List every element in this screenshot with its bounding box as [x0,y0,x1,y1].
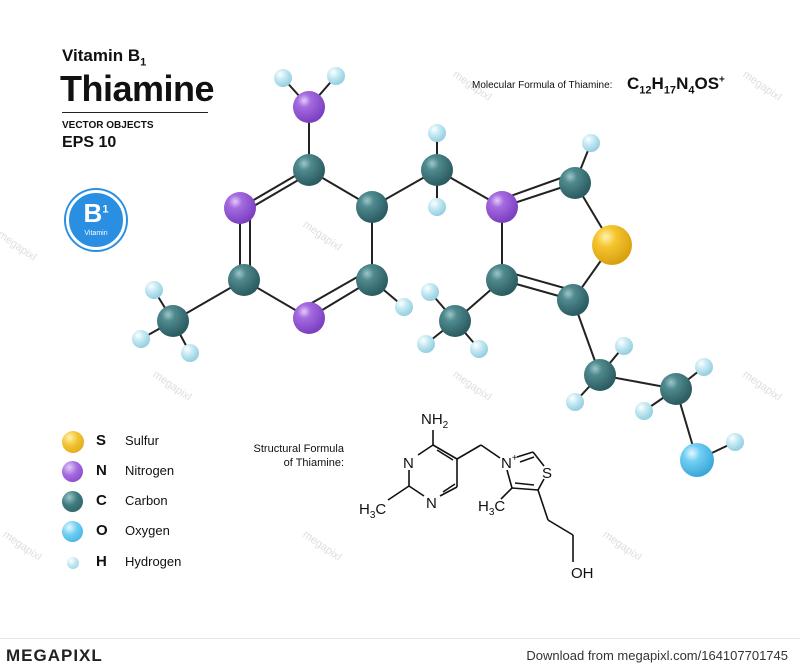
carbon-dot-icon [62,491,83,512]
hydrogen-atom [181,344,199,362]
hydrogen-dot-icon [67,557,79,569]
nitrogen-atom [293,91,325,123]
carbon-atom [660,373,692,405]
oxygen-atom [680,443,714,477]
hydrogen-atom [726,433,744,451]
carbon-atom [486,264,518,296]
nitrogen-dot-icon [62,461,83,482]
hydrogen-atom [470,340,488,358]
badge-caption: Vitamin [84,230,108,237]
thiazole-sulfur-label: S [542,465,552,482]
carbon-atom [293,154,325,186]
footer-bar: MEGAPIXL Download from megapixl.com/1641… [0,638,800,672]
hydrogen-atom [395,298,413,316]
page-title: Thiamine [60,68,215,109]
title-divider [62,112,208,113]
nitrogen-atom [224,192,256,224]
carbon-atom [421,154,453,186]
nitrogen-atom [486,191,518,223]
megapixl-logo[interactable]: MEGAPIXL [6,646,103,665]
download-link[interactable]: Download from megapixl.com/164107701745 [526,648,788,663]
carbon-atom [356,264,388,296]
carbon-atom [584,359,616,391]
carbon-atom [356,191,388,223]
atoms [132,67,744,477]
hydrogen-atom [145,281,163,299]
skeleton-bonds [387,430,574,562]
ring-nitrogen-label: N [426,495,437,512]
hydrogen-atom [421,283,439,301]
vector-objects-label: VECTOR OBJECTS [62,120,154,131]
nitrogen-atom [293,302,325,334]
vitamin-b1-badge: B1 Vitamin [66,190,126,250]
sulfur-dot-icon [62,431,84,453]
hydrogen-atom [582,134,600,152]
eps-label: EPS 10 [62,134,117,151]
hydroxyl-label: OH [571,565,594,582]
hydrogen-atom [635,402,653,420]
h3c-left-label: H3C [359,501,386,521]
molecular-formula-label: Molecular Formula of Thiamine: [472,80,613,91]
carbon-atom [557,284,589,316]
hydrogen-atom [428,198,446,216]
nh2-label: NH2 [421,411,449,431]
structural-formula-label: Structural Formula of Thiamine: [253,443,344,469]
ring-nitrogen-label: N [403,455,414,472]
hydrogen-atom [695,358,713,376]
h3c-mid-label: H3C [478,498,505,518]
oxygen-dot-icon [62,521,83,542]
hydrogen-atom [566,393,584,411]
hydrogen-atom [327,67,345,85]
hydrogen-atom [615,337,633,355]
sulfur-atom [592,225,632,265]
hydrogen-atom [132,330,150,348]
carbon-atom [439,305,471,337]
carbon-atom [559,167,591,199]
vitamin-subtitle: Vitamin B1 [62,46,147,69]
ball-and-stick-model [132,67,744,477]
hydrogen-atom [274,69,292,87]
hydrogen-atom [428,124,446,142]
carbon-atom [228,264,260,296]
molecular-formula: C12H17N4OS+ [627,74,725,97]
thiazolium-nitrogen-label: N+ [501,453,518,472]
hydrogen-atom [417,335,435,353]
carbon-atom [157,305,189,337]
structural-formula: NH2 N N H3C N+ S H3C OH [359,411,594,582]
badge-letter: B1 [83,198,109,228]
